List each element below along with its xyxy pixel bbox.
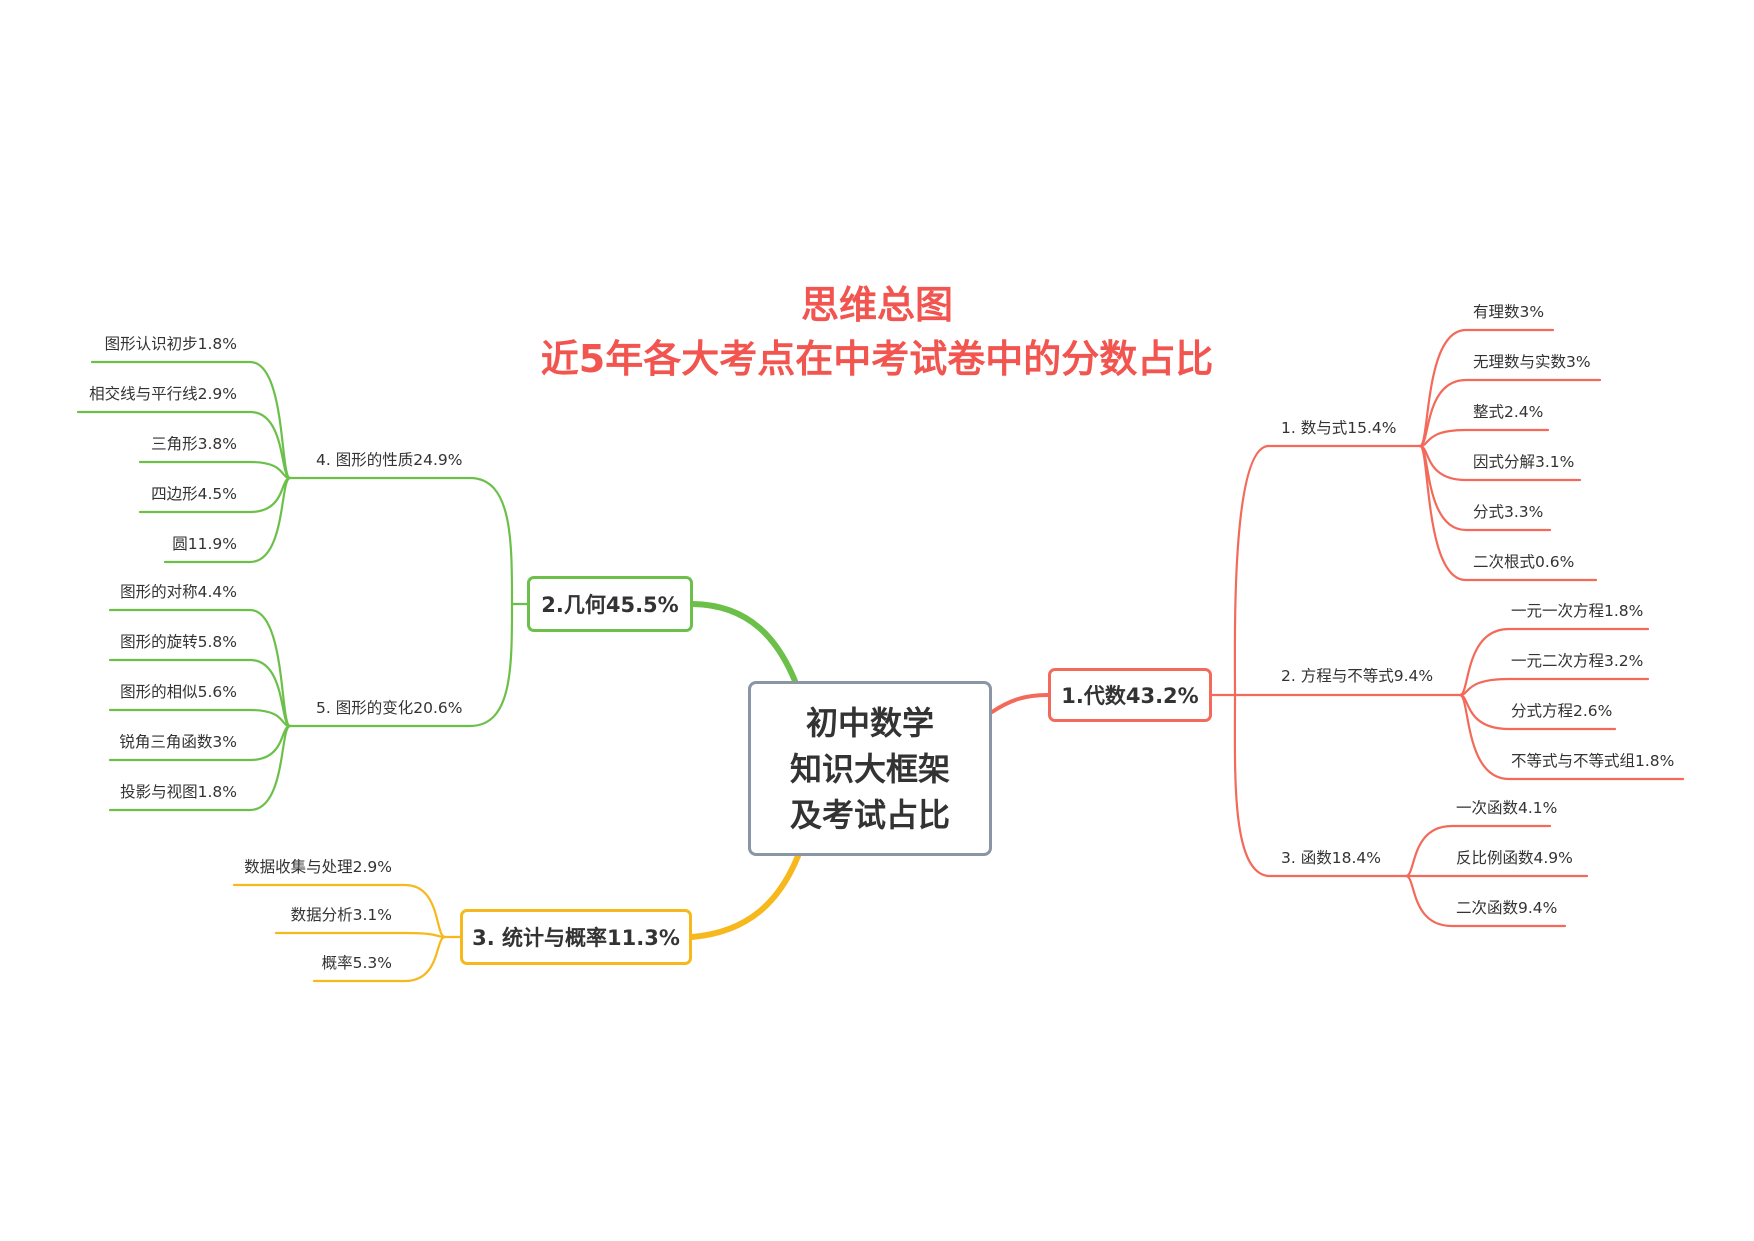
subtopic-number-and-expression[interactable]: 1. 数与式15.4%	[1281, 419, 1397, 437]
central-topic-line-2: 知识大框架	[789, 749, 950, 788]
connector-line	[1233, 693, 1270, 878]
connector-line	[1418, 378, 1602, 448]
leaf-item[interactable]: 一元一次方程1.8%	[1511, 602, 1644, 620]
connector-line	[108, 608, 292, 728]
page-subtitle: 近5年各大考点在中考试卷中的分数占比	[540, 337, 1214, 381]
subtopic-shape-transformations[interactable]: 5. 图形的变化20.6%	[316, 699, 463, 717]
leaf-item[interactable]: 图形的对称4.4%	[120, 583, 237, 601]
leaf-item[interactable]: 投影与视图1.8%	[120, 783, 237, 801]
connector-line	[1404, 874, 1567, 928]
connector-line	[274, 931, 447, 939]
central-topic[interactable]: 初中数学 知识大框架 及考试占比	[748, 681, 992, 856]
connector-center-statistics	[689, 853, 801, 940]
leaf-item[interactable]: 有理数3%	[1473, 303, 1545, 321]
subtopic-shape-properties[interactable]: 4. 图形的性质24.9%	[316, 451, 463, 469]
connector-line	[1404, 824, 1552, 878]
leaf-item[interactable]: 锐角三角函数3%	[119, 733, 237, 751]
leaf-item[interactable]: 整式2.4%	[1473, 403, 1544, 421]
leaf-item[interactable]: 无理数与实数3%	[1473, 353, 1591, 371]
leaf-item[interactable]: 概率5.3%	[321, 954, 392, 972]
connector-line	[1458, 693, 1685, 781]
topic-algebra[interactable]: 1.代数43.2%	[1048, 668, 1212, 722]
subtopic-functions[interactable]: 3. 函数18.4%	[1281, 849, 1381, 867]
leaf-item[interactable]: 三角形3.8%	[151, 435, 237, 453]
connector-line	[76, 410, 292, 480]
connector-line	[232, 883, 447, 939]
topic-statistics[interactable]: 3. 统计与概率11.3%	[460, 909, 692, 965]
leaf-item[interactable]: 二次函数9.4%	[1456, 899, 1558, 917]
connector-line	[108, 708, 292, 728]
leaf-item[interactable]: 因式分解3.1%	[1473, 453, 1575, 471]
leaf-item[interactable]: 数据收集与处理2.9%	[244, 858, 392, 876]
leaf-item[interactable]: 分式3.3%	[1473, 503, 1544, 521]
connector-center-geometry	[690, 601, 798, 684]
leaf-item[interactable]: 一次函数4.1%	[1456, 799, 1558, 817]
leaf-item[interactable]: 不等式与不等式组1.8%	[1511, 752, 1675, 770]
connector-line	[1418, 444, 1598, 582]
connector-line	[312, 935, 447, 983]
leaf-item[interactable]: 四边形4.5%	[151, 485, 237, 503]
leaf-item[interactable]: 图形的旋转5.8%	[120, 633, 237, 651]
leaf-item[interactable]: 分式方程2.6%	[1511, 702, 1613, 720]
connector-line	[468, 602, 514, 728]
connector-line	[1418, 428, 1550, 448]
connector-line	[108, 658, 292, 728]
page-title: 思维总图	[800, 283, 953, 327]
central-topic-line-1: 初中数学	[805, 703, 934, 742]
leaf-item[interactable]: 数据分析3.1%	[290, 906, 392, 924]
connector-line	[1233, 444, 1270, 697]
leaf-item[interactable]: 相交线与平行线2.9%	[89, 385, 237, 403]
connector-line	[1458, 677, 1650, 697]
connector-line	[468, 476, 514, 606]
connector-line	[163, 476, 292, 564]
leaf-item[interactable]: 圆11.9%	[172, 535, 237, 553]
leaf-item[interactable]: 图形认识初步1.8%	[104, 335, 237, 353]
leaf-item[interactable]: 反比例函数4.9%	[1456, 849, 1573, 867]
central-topic-line-3: 及考试占比	[789, 795, 950, 834]
connector-center-algebra	[990, 693, 1050, 714]
topic-geometry[interactable]: 2.几何45.5%	[527, 576, 693, 632]
leaf-item[interactable]: 二次根式0.6%	[1473, 553, 1575, 571]
connector-line	[108, 724, 292, 812]
leaf-item[interactable]: 图形的相似5.6%	[120, 683, 237, 701]
leaf-item[interactable]: 一元二次方程3.2%	[1511, 652, 1644, 670]
connector-line	[138, 460, 292, 480]
connector-line	[1458, 627, 1650, 697]
subtopic-equations-inequalities[interactable]: 2. 方程与不等式9.4%	[1281, 667, 1434, 685]
